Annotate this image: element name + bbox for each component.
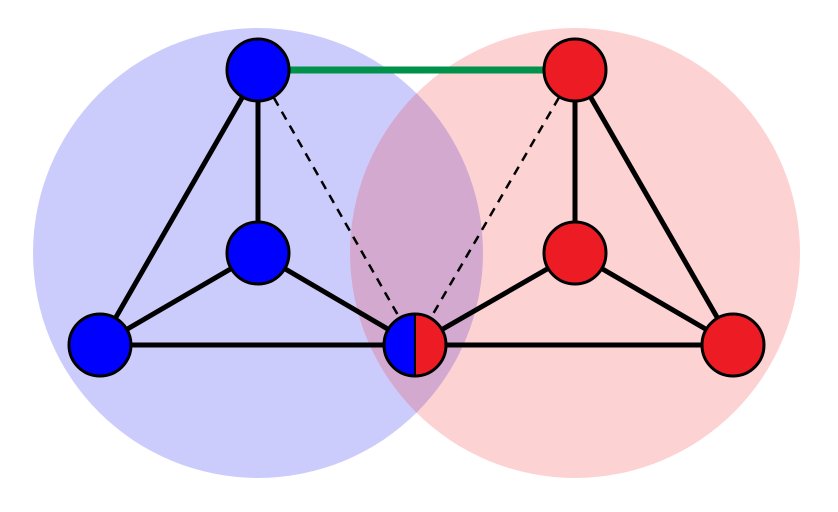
node-b-top — [225, 37, 291, 103]
node-circle — [542, 220, 608, 286]
solid-edge-b-top-b-left — [97, 68, 261, 347]
node-circle — [700, 312, 766, 378]
node-half-blue — [384, 314, 415, 376]
dashed-edge-r-top-shared — [413, 69, 577, 346]
node-circle — [225, 37, 291, 103]
node-shared — [382, 312, 448, 378]
nodes — [67, 37, 766, 378]
node-r-right — [700, 312, 766, 378]
dashed-edge-b-top-shared — [256, 69, 417, 346]
node-r-mid — [542, 220, 608, 286]
node-b-left — [67, 312, 133, 378]
node-half-red — [415, 314, 446, 376]
solid-edge-r-top-r-right — [572, 68, 736, 347]
node-circle — [382, 312, 448, 378]
node-circle — [67, 312, 133, 378]
node-circle — [542, 37, 608, 103]
node-circle — [225, 220, 291, 286]
node-r-top — [542, 37, 608, 103]
node-b-mid — [225, 220, 291, 286]
